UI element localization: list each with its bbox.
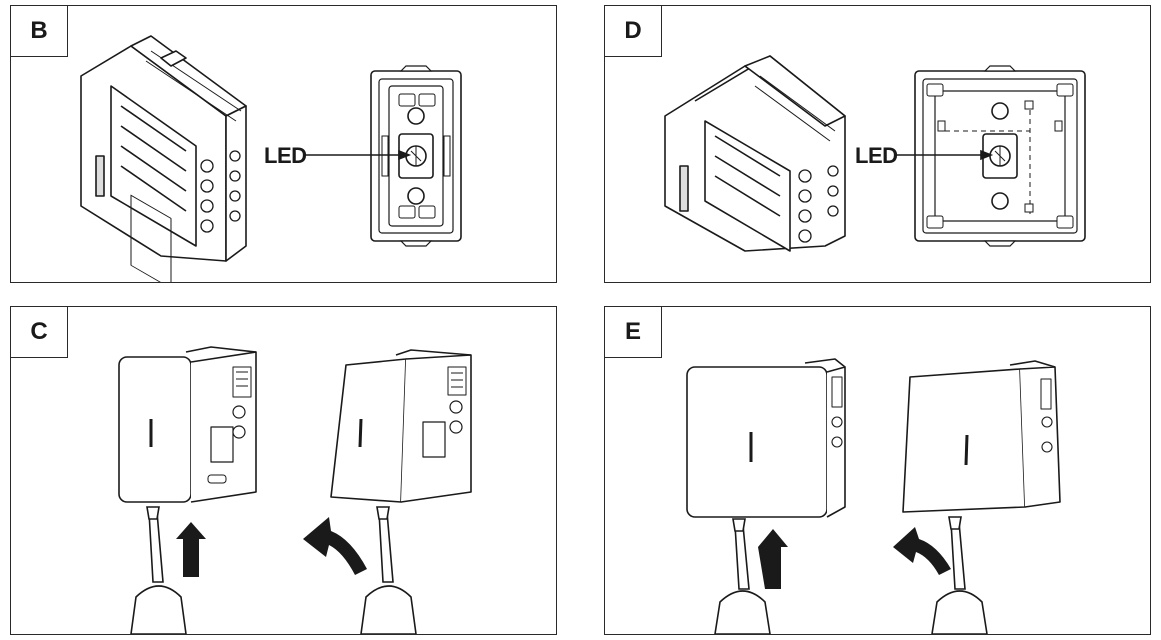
module-device-3d — [80, 35, 247, 282]
module-front-view-double — [914, 65, 1086, 247]
screwdriver-left — [130, 506, 187, 634]
screwdriver-left — [714, 518, 771, 634]
panel-b: B — [10, 5, 557, 283]
led-label: LED — [855, 143, 898, 168]
curved-arrow-icon — [893, 527, 951, 575]
panel-b-tag: B — [10, 5, 68, 57]
led-pointer-arrow — [306, 149, 412, 161]
led-pointer-arrow — [895, 149, 994, 161]
panel-e-illustration — [686, 358, 1061, 634]
panel-d-tag: D — [604, 5, 662, 57]
arrow-up-icon — [758, 529, 788, 589]
module-device-3d-double — [664, 55, 846, 252]
module-tilt-right — [330, 349, 472, 503]
module-tilt-right-double — [902, 360, 1061, 513]
curved-arrow-icon — [303, 517, 367, 575]
panel-e-tag: E — [604, 306, 662, 358]
screwdriver-right — [931, 516, 988, 634]
panel-e: E — [604, 306, 1151, 635]
panel-c-tag: C — [10, 306, 68, 358]
panel-c: C — [10, 306, 557, 635]
panel-c-illustration — [118, 346, 472, 634]
module-front-view — [370, 65, 462, 247]
module-lift-left-double — [686, 358, 846, 518]
panel-d: D — [604, 5, 1151, 283]
arrow-up-icon — [176, 522, 206, 577]
panel-d-illustration: LED — [664, 55, 1086, 252]
panel-b-illustration: LED — [80, 35, 462, 282]
module-lift-left — [118, 346, 257, 503]
led-label: LED — [264, 143, 307, 168]
screwdriver-right — [360, 506, 417, 634]
